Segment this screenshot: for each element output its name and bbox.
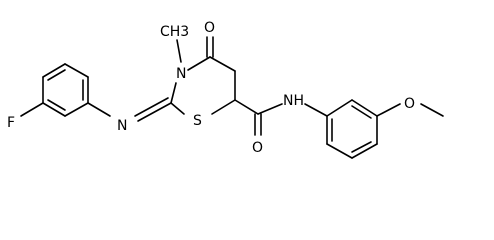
aromatic-bond: [47, 99, 66, 111]
bond: [351, 143, 378, 159]
aromatic-bond: [351, 141, 372, 153]
bond: [20, 102, 44, 117]
fluorophenyl-ring: [42, 63, 89, 117]
bond: [257, 103, 283, 115]
imine-double-bond: [134, 97, 169, 117]
atom-label-amide-oxygen: O: [252, 140, 263, 156]
bond: [326, 99, 353, 117]
bond: [87, 102, 111, 117]
bond: [420, 103, 444, 117]
atom-label-methyl: CH3: [160, 24, 189, 40]
atom-label-fluorine: F: [7, 115, 15, 131]
atom-label-ring-carbonyl-oxygen: O: [204, 20, 215, 36]
bond: [211, 99, 236, 115]
aromatic-bond: [351, 105, 372, 119]
bond: [42, 63, 66, 78]
bond: [64, 63, 89, 78]
atom-label-ether-oxygen: O: [404, 96, 415, 112]
aromatic-bond: [47, 69, 66, 81]
thiazinane-ring: [170, 56, 236, 115]
bond: [376, 103, 401, 117]
bond: [234, 99, 259, 115]
atom-label-ring-nitrogen: N: [176, 66, 186, 82]
bond: [170, 102, 185, 115]
bond: [304, 103, 328, 117]
molecule-structure: F N N CH3 O S O NH O: [7, 20, 444, 159]
bond: [170, 82, 177, 104]
bond: [42, 102, 66, 117]
bond: [326, 143, 353, 159]
atom-label-imine-nitrogen: N: [117, 118, 127, 134]
atom-label-sulfur: S: [193, 113, 202, 129]
bond: [351, 99, 378, 117]
bond: [64, 102, 89, 117]
bond: [176, 39, 182, 63]
bond: [209, 56, 236, 72]
imine-double-bond: [137, 102, 172, 122]
methoxyphenyl-ring: [326, 99, 378, 159]
bond: [187, 56, 211, 71]
atom-label-amide-nitrogen: NH: [283, 93, 304, 109]
